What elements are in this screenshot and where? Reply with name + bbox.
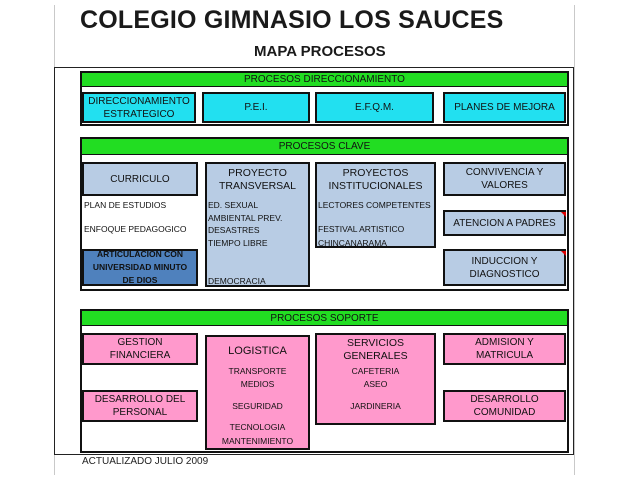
proyectos-institucionales-item: CHINCANARAMA	[318, 238, 387, 248]
gestion-financiera-box: GESTION FINANCIERA	[82, 333, 198, 365]
convivencia-box: CONVIVENCIA Y VALORES	[443, 162, 566, 196]
soporte-header: PROCESOS SOPORTE	[81, 310, 568, 326]
logistica-item: TECNOLOGIA	[229, 422, 286, 432]
direccionamiento-estrategico-box: DIRECCIONAMIENTO ESTRATEGICO	[82, 92, 196, 123]
desarrollo-personal-box: DESARROLLO DEL PERSONAL	[82, 390, 198, 422]
admision-box: ADMISION Y MATRICULA	[443, 333, 566, 365]
proyecto-transversal-item: TIEMPO LIBRE	[208, 238, 268, 248]
page-title: COLEGIO GIMNASIO LOS SAUCES	[80, 6, 504, 34]
servicios-generales-box: SERVICIOS GENERALES	[315, 333, 436, 425]
logistica-item: MANTENIMIENTO	[221, 436, 294, 446]
proyectos-institucionales-box: PROYECTOS INSTITUCIONALES	[315, 162, 436, 248]
curriculo-box: CURRICULO	[82, 162, 198, 196]
servicios-generales-title: SERVICIOS GENERALES	[343, 337, 408, 362]
efqm-box: E.F.Q.M.	[315, 92, 434, 123]
atencion-padres-box: ATENCION A PADRES	[443, 210, 566, 236]
direccionamiento-header: PROCESOS DIRECCIONAMIENTO	[81, 72, 568, 87]
logistica-item: TRANSPORTE	[228, 366, 287, 376]
articulacion-box: ARTICULACION CON UNIVERSIDAD MINUTO DE D…	[82, 249, 198, 286]
planes-de-mejora-box: PLANES DE MEJORA	[443, 92, 566, 123]
proyecto-transversal-item: ED. SEXUAL	[208, 200, 259, 210]
updated-note: ACTUALIZADO JULIO 2009	[82, 456, 209, 467]
induccion-box: INDUCCION Y DIAGNOSTICO	[443, 249, 566, 286]
logistica-box: LOGISTICA	[205, 335, 310, 450]
proyecto-transversal-title: PROYECTO TRANSVERSAL	[218, 167, 297, 192]
proyectos-institucionales-item: LECTORES COMPETENTES	[318, 200, 431, 210]
comment-marker-icon	[561, 212, 566, 217]
curriculo-item: ENFOQUE PEDAGOGICO	[84, 224, 187, 234]
page-subtitle: MAPA PROCESOS	[254, 43, 386, 60]
curriculo-item: PLAN DE ESTUDIOS	[84, 200, 167, 210]
desarrollo-comunidad-box: DESARROLLO COMUNIDAD	[443, 390, 566, 422]
servicios-item: ASEO	[363, 379, 388, 389]
servicios-item: CAFETERIA	[351, 366, 400, 376]
logistica-item: MEDIOS	[240, 379, 275, 389]
servicios-item: JARDINERIA	[350, 401, 401, 411]
proyecto-transversal-item: DEMOCRACIA	[208, 276, 266, 286]
logistica-item: SEGURIDAD	[232, 401, 283, 411]
proyectos-institucionales-item: FESTIVAL ARTISTICO	[318, 224, 405, 234]
proyectos-institucionales-title: PROYECTOS INSTITUCIONALES	[328, 167, 423, 192]
logistica-title: LOGISTICA	[228, 345, 287, 357]
proyecto-transversal-item: AMBIENTAL PREV. DESASTRES	[208, 213, 283, 235]
clave-header: PROCESOS CLAVE	[81, 138, 568, 155]
comment-marker-icon	[561, 251, 566, 256]
pei-box: P.E.I.	[202, 92, 310, 123]
grid-line	[574, 5, 575, 475]
process-map-frame	[54, 67, 574, 455]
proyecto-transversal-box: PROYECTO TRANSVERSAL	[205, 162, 310, 287]
